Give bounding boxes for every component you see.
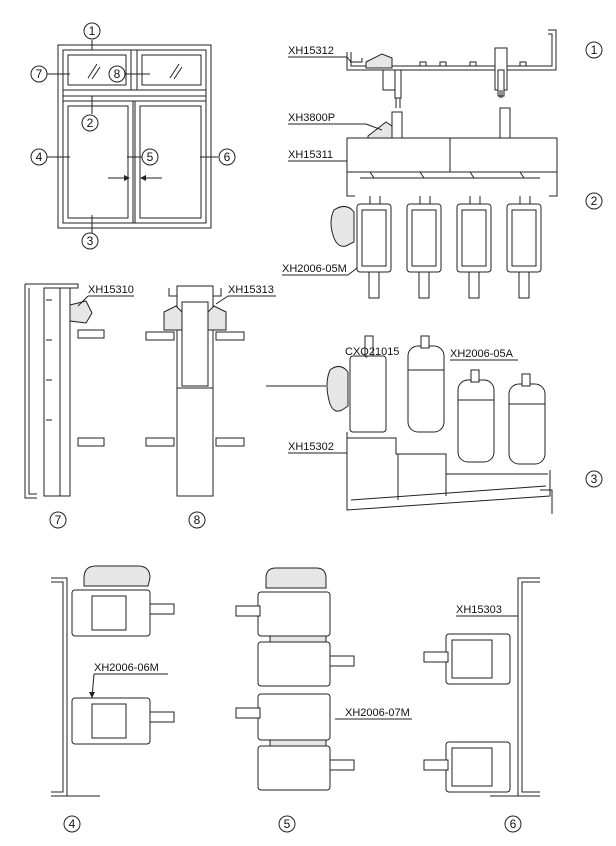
label-xh15313: XH15313 (228, 284, 274, 296)
section-number-7: 7 (55, 513, 62, 527)
callout-3: 3 (87, 234, 94, 248)
section-8-mullion: XH15313 8 (145, 284, 276, 529)
label-xh2006-06m: XH2006-06M (94, 662, 159, 674)
window-elevation: 1 2 3 4 5 6 7 8 (30, 22, 236, 250)
section-1-head: XH15312 1 (288, 29, 603, 108)
callout-2: 2 (87, 116, 94, 130)
callout-8: 8 (114, 67, 121, 81)
label-xh15310: XH15310 (88, 284, 134, 296)
section-number-6: 6 (510, 817, 517, 831)
callout-6: 6 (224, 150, 231, 164)
section-number-8: 8 (194, 513, 201, 527)
label-xh15311: XH15311 (288, 149, 333, 161)
section-number-4: 4 (69, 817, 76, 831)
callout-5: 5 (147, 150, 154, 164)
section-4-left-jamb: XH2006-06M 4 (51, 565, 175, 833)
section-number-5: 5 (284, 817, 291, 831)
section-7-jamb: XH15310 7 (24, 283, 134, 529)
label-xh15303: XH15303 (456, 604, 502, 616)
label-cxq21015: CXQ21015 (345, 346, 399, 358)
section-number-3: 3 (591, 472, 598, 486)
section-5-meeting-stile: XH2006-07M 5 (235, 567, 412, 833)
label-xh15302: XH15302 (288, 441, 334, 453)
section-number-2: 2 (591, 194, 598, 208)
label-xh2006-05m: XH2006-05M (282, 263, 347, 275)
label-xh2006-07m: XH2006-07M (345, 707, 410, 719)
label-xh15312: XH15312 (288, 45, 334, 57)
label-xh2006-05a: XH2006-05A (450, 348, 514, 360)
callout-1: 1 (89, 24, 96, 38)
section-2-transom: XH3800P XH15311 XH200 (282, 107, 603, 299)
label-xh3800p: XH3800P (288, 112, 335, 124)
section-number-1: 1 (591, 43, 598, 57)
callout-4: 4 (36, 150, 43, 164)
section-6-right-jamb: XH15303 6 (423, 577, 540, 833)
sash-profile-group (356, 196, 542, 299)
section-3-sill: CXQ21015 XH2006-05A XH15302 3 (266, 335, 603, 514)
callout-7: 7 (36, 67, 43, 81)
